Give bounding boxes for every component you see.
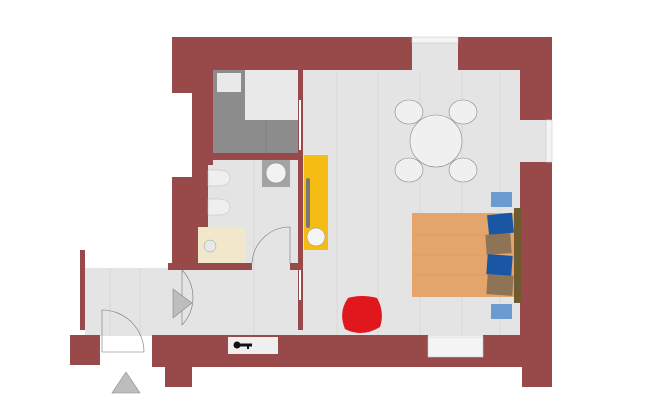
bed xyxy=(412,192,521,319)
door-swing-icon xyxy=(101,309,145,353)
bathroom-fixtures xyxy=(198,160,290,263)
entrance-arrow-icon xyxy=(111,371,141,394)
windows xyxy=(411,36,553,358)
key-box xyxy=(228,337,278,354)
key-icon xyxy=(233,341,252,349)
kitchen-counter xyxy=(213,70,298,153)
dining-table xyxy=(409,114,463,168)
door-swing-icon xyxy=(251,226,291,264)
door-swing-icon xyxy=(181,269,194,326)
dining-set xyxy=(394,99,478,183)
doors xyxy=(101,100,301,353)
desk xyxy=(304,155,328,250)
walls xyxy=(70,37,552,387)
pouf xyxy=(342,296,382,334)
entrance-arrow-icon xyxy=(172,288,193,319)
